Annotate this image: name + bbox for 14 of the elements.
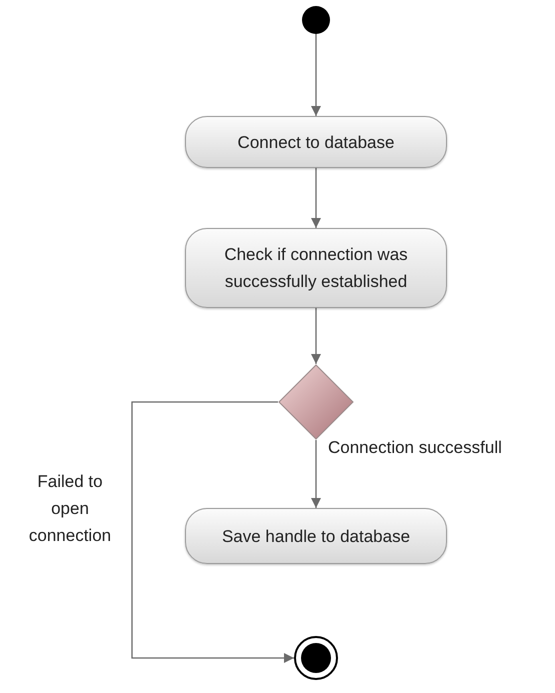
arrow	[311, 168, 321, 228]
action-box	[185, 508, 447, 564]
action-box	[185, 116, 447, 168]
action-text: Connect to database	[238, 132, 394, 154]
initial-node	[302, 6, 330, 34]
arrow	[311, 308, 321, 364]
arrow	[131, 401, 294, 663]
decision-diamond	[278, 364, 354, 440]
action-text: Save handle to database	[222, 526, 410, 548]
action-box	[185, 228, 447, 308]
arrow	[311, 440, 321, 508]
final-node	[294, 636, 338, 680]
arrow	[311, 34, 321, 116]
action-text: Check if connection was successfully established	[223, 244, 409, 293]
